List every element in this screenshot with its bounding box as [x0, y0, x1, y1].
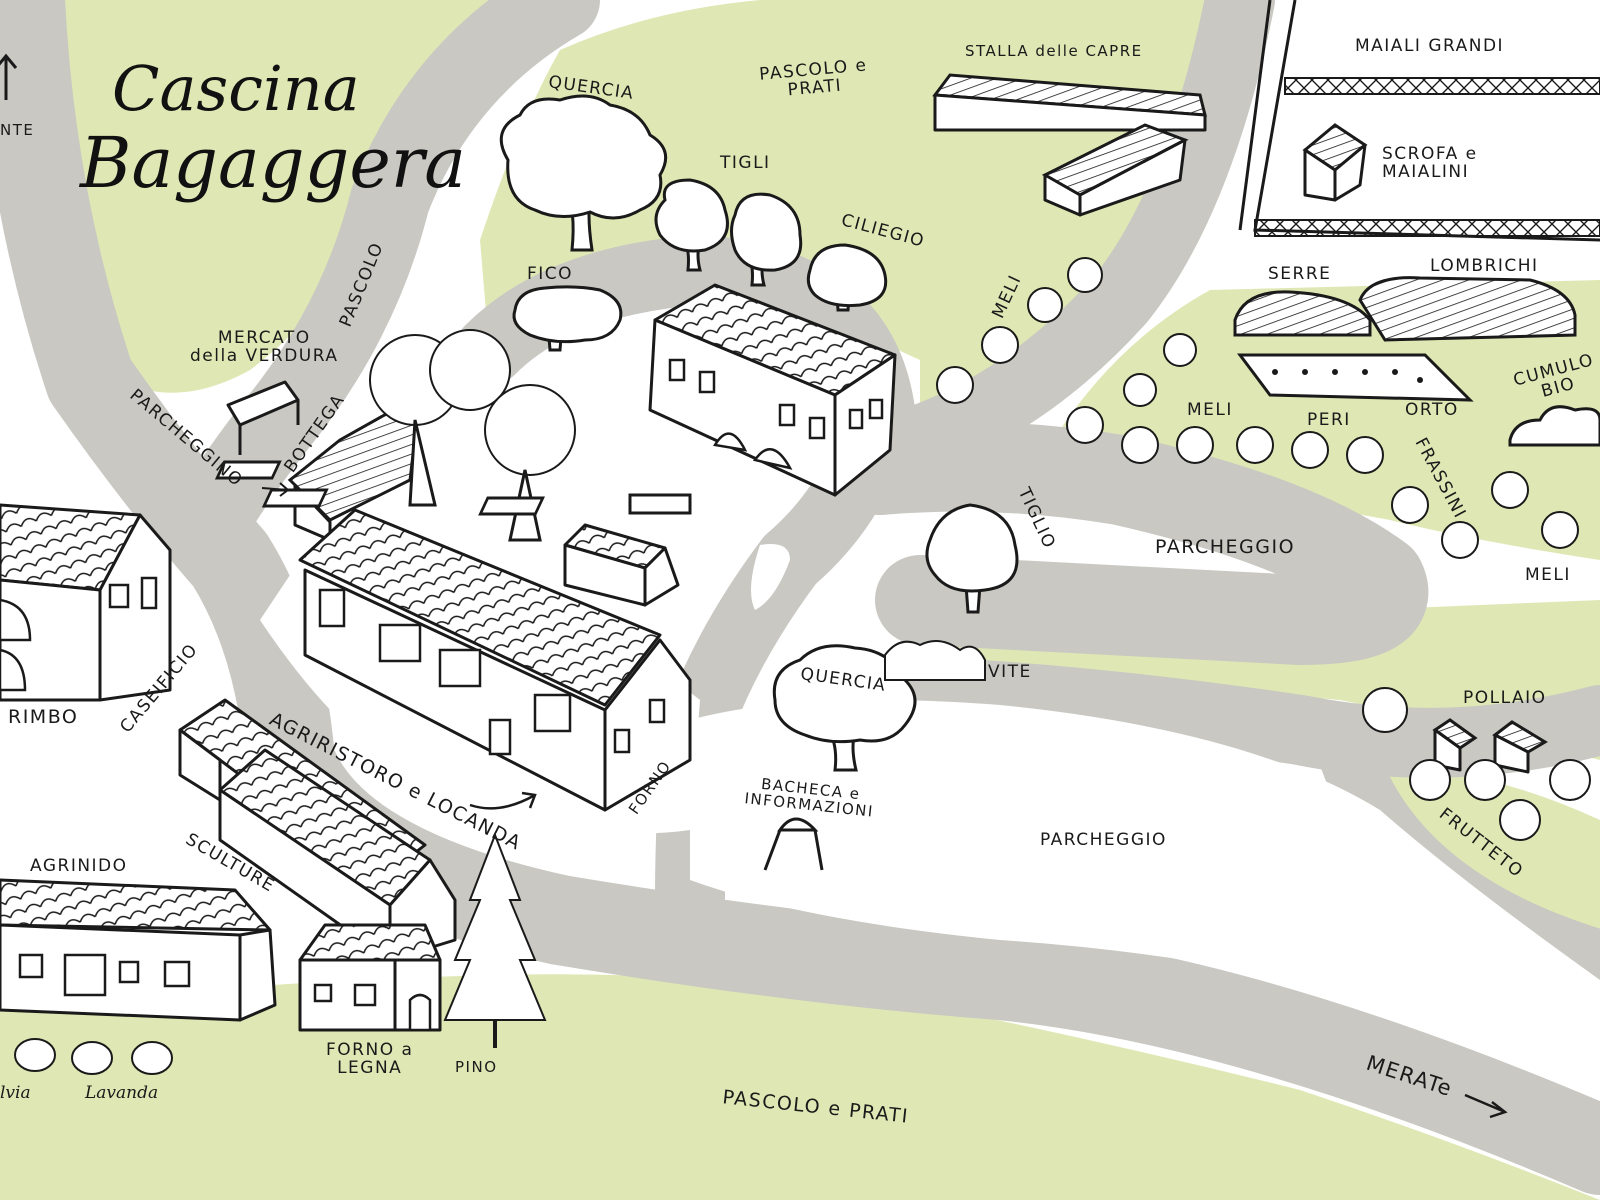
orto-garden-icon — [1237, 353, 1474, 402]
scrofa-hut-icon — [1302, 123, 1368, 202]
label-parcheggio-1: PARCHEGGIO — [1155, 536, 1296, 558]
arrow-agriristoro-icon — [469, 791, 537, 810]
label-serre: SERRE — [1268, 264, 1332, 284]
pollaio-building-icon — [1432, 718, 1548, 774]
road-right-curve — [885, 0, 1275, 475]
label-mercato-2: della VERDURA — [190, 345, 339, 366]
label-rimbo: RIMBO — [8, 706, 79, 728]
label-scrofa-maialini: SCROFA e MAIALINI — [1382, 144, 1478, 182]
bacheca-board-icon — [763, 817, 824, 871]
agrinido-building-icon — [0, 878, 277, 1022]
olive-trees-center — [369, 329, 576, 542]
mercato-stand-icon — [226, 380, 300, 455]
quercia-mid-tree-icon — [772, 644, 917, 772]
label-fico: FICO — [527, 264, 574, 284]
road-parking-top — [835, 421, 1428, 665]
serre-greenhouse-icon — [1233, 290, 1372, 337]
north-arrow-icon — [0, 53, 18, 100]
label-forno-legna-2: LEGNA — [337, 1057, 403, 1078]
quercia-top-tree-icon — [499, 94, 668, 252]
label-mercato-1: MERCATO — [217, 328, 311, 348]
maiali-enclosure — [1238, 0, 1600, 242]
label-scrofa-1: SCROFA e — [1382, 144, 1478, 164]
island-center — [751, 544, 790, 610]
pino-tree-icon — [443, 832, 547, 1048]
label-peri: PERI — [1307, 410, 1351, 430]
label-lombrichi: LOMBRICHI — [1430, 256, 1539, 276]
main-farmhouse-icon — [648, 283, 897, 497]
sculture-building-icon — [178, 698, 457, 962]
parking-lower — [690, 700, 1600, 1060]
herb-plants-icon — [14, 1038, 173, 1075]
small-shed-icon — [563, 523, 680, 607]
label-lavanda: Lavanda — [85, 1083, 159, 1103]
road-upper-curve — [170, 0, 600, 560]
meli-peri-row-icon — [1066, 333, 1579, 559]
label-meli-2: MELI — [1187, 400, 1233, 420]
map-title-line2: Bagaggera — [80, 122, 466, 204]
label-top-left-edge: NTE — [0, 121, 35, 139]
label-orto: ORTO — [1405, 400, 1459, 420]
label-tigli: TIGLI — [720, 153, 771, 173]
lombrichi-greenhouse-icon — [1358, 276, 1577, 342]
ciliegio-tree-icon — [806, 243, 888, 312]
label-mercato-verdura: MERCATO della VERDURA — [190, 328, 339, 366]
label-maiali-grandi: MAIALI GRANDI — [1355, 36, 1505, 56]
map-title-line1: Cascina — [112, 52, 360, 125]
label-parcheggio-2: PARCHEGGIO — [1040, 830, 1167, 850]
label-forno-legna-1: FORNO a — [326, 1040, 414, 1060]
orchard-trees — [936, 257, 1579, 559]
fico-tree-icon — [512, 285, 623, 352]
label-pino: PINO — [455, 1058, 498, 1076]
tigli-tree-icon — [654, 178, 803, 287]
label-salvia: lvia — [0, 1083, 31, 1103]
arrow-merate-icon — [1464, 1093, 1508, 1119]
label-meli-3: MELI — [1525, 565, 1571, 585]
rimbo-building-icon — [0, 503, 172, 702]
vite-plant-icon — [884, 640, 986, 681]
label-vite: VITE — [988, 662, 1032, 682]
agriristoro-building-icon — [298, 508, 692, 812]
cumulo-bio-icon — [1508, 405, 1600, 447]
label-stalla-capre: STALLA delle CAPRE — [965, 42, 1143, 60]
label-pollaio: POLLAIO — [1463, 688, 1547, 708]
meli-trees-icon — [936, 257, 1103, 404]
arrow-bottega-icon — [261, 482, 290, 497]
forno-legna-building-icon — [298, 923, 442, 1032]
label-agrinido: AGRINIDO — [30, 856, 128, 876]
tiglio-tree-icon — [925, 503, 1019, 614]
stalla-capre-icon — [932, 73, 1207, 217]
label-forno-legna: FORNO a LEGNA — [326, 1040, 414, 1078]
label-scrofa-2: MAIALINI — [1382, 161, 1470, 182]
frutteto-trees-icon — [1362, 687, 1591, 841]
picnic-tables-icon — [214, 460, 692, 516]
